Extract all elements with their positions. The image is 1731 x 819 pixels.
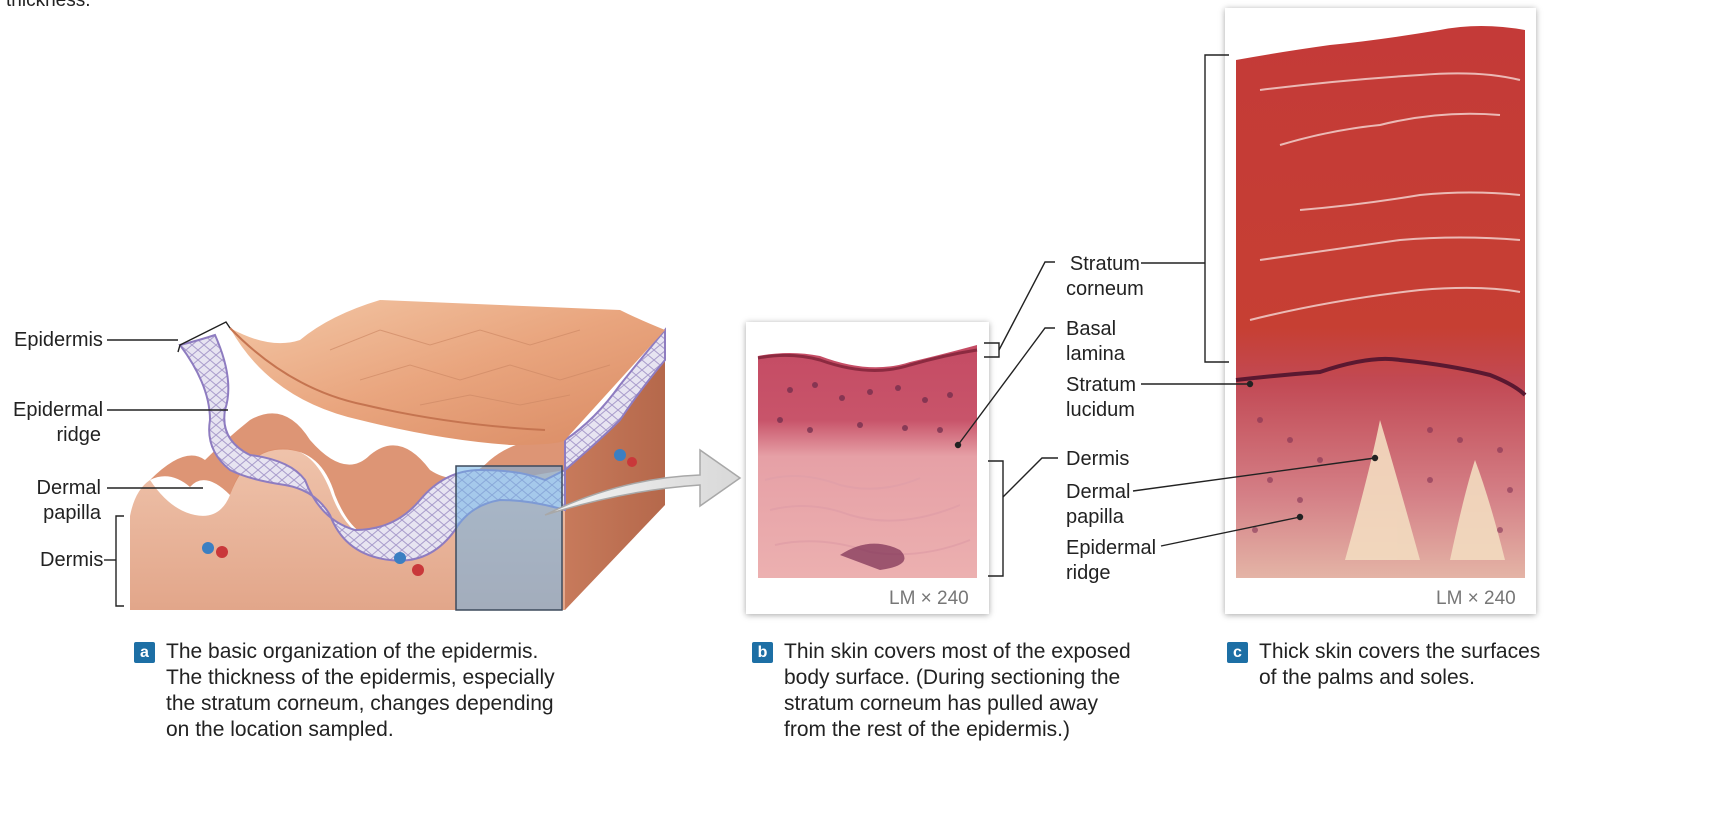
label-line: papilla xyxy=(43,502,101,524)
caption-line: the stratum corneum, changes depending xyxy=(166,691,555,717)
caption-a: The basic organization of the epidermis.… xyxy=(166,639,555,743)
label-epidermal-ridge-a: Epidermal ridge xyxy=(13,398,101,448)
label-line: lamina xyxy=(1066,343,1125,365)
label-epidermis: Epidermis xyxy=(14,328,103,353)
label-line: Epidermal xyxy=(1066,537,1156,559)
label-stratum-corneum: Stratum corneum xyxy=(1066,252,1144,302)
label-line: ridge xyxy=(57,424,101,446)
highlight-box xyxy=(456,466,562,610)
badge-b: b xyxy=(752,642,773,663)
caption-c: Thick skin covers the surfaces of the pa… xyxy=(1259,639,1540,691)
badge-c: c xyxy=(1227,642,1248,663)
label-dermal-papilla-a: Dermal papilla xyxy=(13,476,101,526)
magnification-c: LM × 240 xyxy=(1436,588,1516,610)
badge-a: a xyxy=(134,642,155,663)
caption-line: Thin skin covers most of the exposed xyxy=(784,639,1131,665)
label-dermal-papilla-c: Dermal papilla xyxy=(1066,480,1130,530)
label-line: Dermal xyxy=(37,477,101,499)
caption-line: on the location sampled. xyxy=(166,717,555,743)
magnification-b: LM × 240 xyxy=(889,588,969,610)
label-line: Stratum xyxy=(1066,374,1136,396)
label-basal-lamina: Basal lamina xyxy=(1066,317,1125,367)
label-line: corneum xyxy=(1066,278,1144,300)
label-dermis-b: Dermis xyxy=(1066,447,1129,472)
caption-line: The thickness of the epidermis, especial… xyxy=(166,665,555,691)
label-line: lucidum xyxy=(1066,399,1135,421)
caption-line: The basic organization of the epidermis. xyxy=(166,639,555,665)
label-line: Epidermal xyxy=(13,399,103,421)
caption-b: Thin skin covers most of the exposed bod… xyxy=(784,639,1131,743)
caption-line: stratum corneum has pulled away xyxy=(784,691,1131,717)
caption-line: of the palms and soles. xyxy=(1259,665,1540,691)
caption-line: Thick skin covers the surfaces xyxy=(1259,639,1540,665)
label-line: papilla xyxy=(1066,506,1124,528)
caption-line: from the rest of the epidermis.) xyxy=(784,717,1131,743)
caption-line: body surface. (During sectioning the xyxy=(784,665,1131,691)
label-line: Basal xyxy=(1066,318,1116,340)
label-line: ridge xyxy=(1066,562,1110,584)
label-dermis-a: Dermis xyxy=(40,548,103,573)
label-epidermal-ridge-c: Epidermal ridge xyxy=(1066,536,1156,586)
label-line: Dermal xyxy=(1066,481,1130,503)
label-stratum-lucidum: Stratum lucidum xyxy=(1066,373,1136,423)
label-line: Stratum xyxy=(1070,253,1140,275)
